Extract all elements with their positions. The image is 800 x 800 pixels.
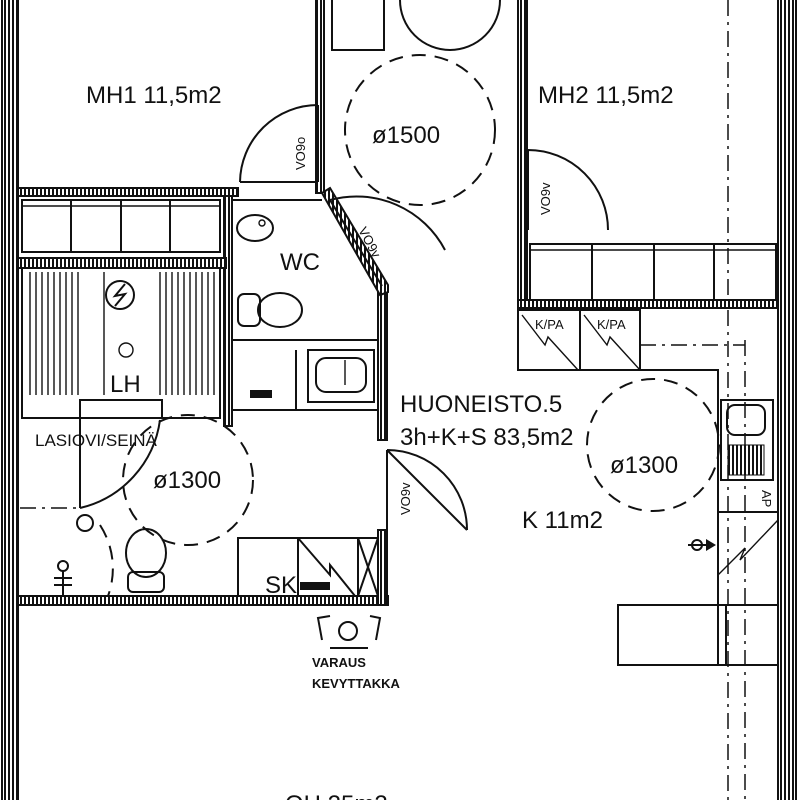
electric-panel-icon [688, 539, 716, 551]
wardrobes-mh2 [529, 243, 777, 301]
fireplace-label-1: VARAUS [312, 655, 366, 670]
fireplace-label-2: KEVYTTAKKA [312, 676, 400, 691]
door-arc [399, 0, 501, 51]
shower-icon [76, 514, 94, 532]
wc-tap-icon [258, 219, 266, 227]
cabinet-ap [717, 519, 779, 576]
outer-wall-left [1, 0, 19, 800]
turning-circle-corridor [344, 54, 496, 206]
fireplace-icon [316, 615, 382, 649]
cabinet-label-2: K/PA [597, 317, 626, 332]
toilet-icon [125, 528, 167, 593]
storage-cabinets [237, 537, 379, 597]
turning-circle-kitchen [586, 378, 720, 512]
door-washroom[interactable] [386, 449, 468, 531]
wall-mh1-bottom [17, 187, 239, 197]
room-label-oh: OH 25m2 [285, 791, 388, 800]
washbasin-icon [307, 349, 375, 403]
sauna [17, 257, 227, 419]
turning-circle-washroom [122, 414, 254, 546]
turning-circle-washroom-label: ø1300 [153, 467, 221, 494]
glass-door-arc [79, 419, 161, 509]
wardrobes-mh1 [21, 199, 221, 253]
door-wc[interactable] [329, 195, 446, 287]
shower-arc [99, 524, 114, 597]
wall-wash-right [377, 289, 388, 441]
door-code-mh2: VO9v [538, 182, 553, 215]
outer-wall-right [777, 0, 797, 800]
room-label-lh: LH [110, 371, 141, 398]
wall-mh2-bottom [517, 299, 779, 309]
wall-wash-right-lower [377, 529, 388, 606]
cabinet [331, 0, 385, 51]
light-icon [118, 342, 134, 358]
ap-label: AP [759, 490, 774, 507]
apartment-summary: 3h+K+S 83,5m2 [400, 424, 573, 451]
wall-mh2-corridor [517, 0, 528, 304]
room-label-mh2: MH2 11,5m2 [538, 82, 674, 109]
wc-toilet-icon [237, 292, 303, 328]
kitchen-sink-icon [720, 399, 774, 481]
kitchen-cabinets [517, 309, 719, 605]
counter-top [717, 604, 779, 666]
wall-wash-bottom [17, 595, 389, 606]
door-mh2[interactable] [527, 149, 609, 231]
room-label-wc: WC [280, 249, 320, 276]
sauna-heater-icon [105, 280, 135, 310]
floor-drain-icon [250, 390, 272, 398]
wall-wc-left [223, 195, 233, 427]
kitchen-island [617, 604, 727, 666]
wc-sink-icon [236, 214, 274, 242]
floor-drain-icon [54, 560, 72, 596]
room-label-sk: SK [265, 572, 297, 599]
apartment-name: HUONEISTO.5 [400, 391, 562, 418]
turning-circle-kitchen-label: ø1300 [610, 452, 678, 479]
turning-circle-corridor-label: ø1500 [372, 122, 440, 149]
door-code-washroom: VO9v [398, 482, 413, 515]
door-code-mh1: VO9o [293, 137, 308, 170]
cabinet-label-1: K/PA [535, 317, 564, 332]
room-label-mh1: MH1 11,5m2 [86, 82, 222, 109]
room-label-kitchen: K 11m2 [522, 507, 603, 534]
wall-mh1-corridor [315, 0, 325, 194]
glass-wall-label: LASIOVI/SEINÄ [35, 431, 158, 450]
lightning-icon [112, 283, 128, 307]
door-mh1[interactable] [239, 104, 319, 183]
